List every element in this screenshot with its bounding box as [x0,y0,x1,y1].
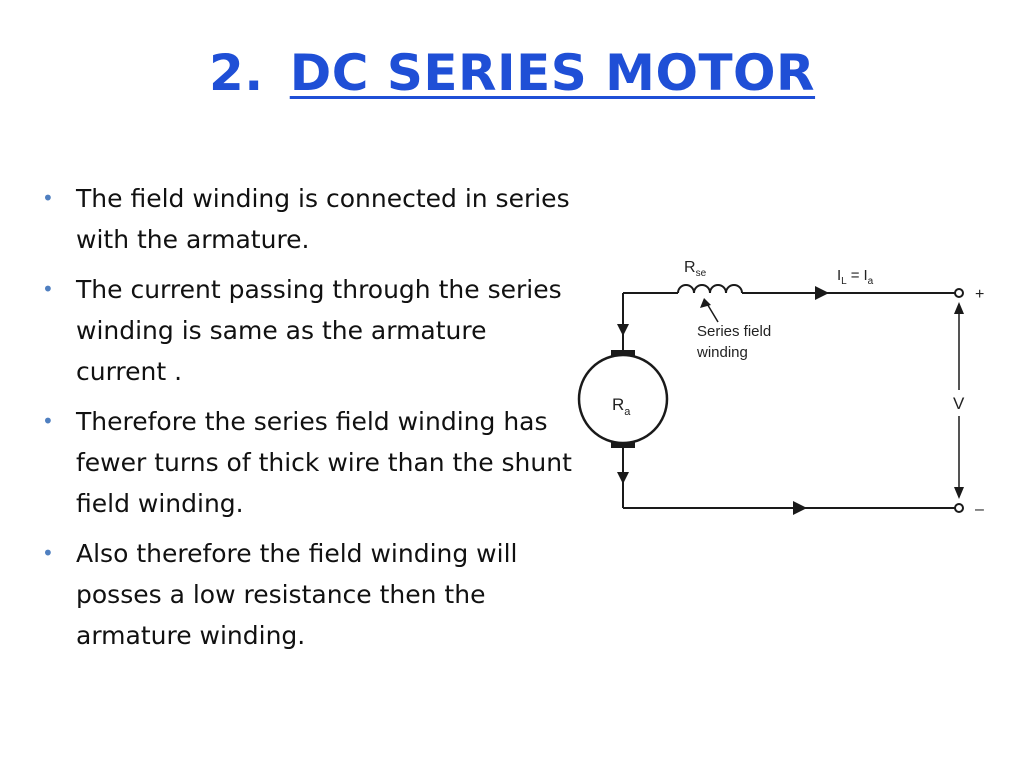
armature-label: Ra [612,395,631,418]
minus-sign: – [975,501,984,518]
armature [577,353,669,445]
bullet-item: • The field winding is connected in serie… [42,178,582,260]
voltage-arrow-down [954,487,964,499]
plus-sign: + [975,286,984,303]
bullet-list: • The field winding is connected in serie… [42,178,582,665]
bullet-item: • Also therefore the field winding will p… [42,533,582,656]
bullet-marker: • [42,409,54,433]
bullet-marker: • [42,541,54,565]
winding-label-line1: Series field [697,323,771,340]
dc-series-motor-circuit: Ra V + – Rse IL=Ia Series field winding [577,259,984,518]
terminal-minus [954,503,964,513]
bullet-text: Therefore the series field winding has f… [76,407,572,518]
voltage-arrow-up [954,302,964,314]
bullet-item: • Therefore the series field winding has … [42,401,582,524]
bullet-marker: • [42,186,54,210]
title-text: DC SERIES MOTOR [289,44,816,102]
bullet-text: Also therefore the field winding will po… [76,539,518,650]
bullet-marker: • [42,277,54,301]
title-number: 2. [208,44,264,102]
winding-label-line2: winding [696,344,748,361]
series-field-coil [677,284,743,294]
winding-pointer-head [700,298,711,308]
terminal-plus [954,288,964,298]
field-resistance-label: Rse [684,259,707,279]
current-label: IL=Ia [837,267,874,287]
arrow-down-left-top [617,324,629,336]
bullet-text: The field winding is connected in series… [76,184,570,254]
voltage-label: V [953,394,965,413]
arrow-down-left-bottom [617,472,629,484]
bullet-text: The current passing through the series w… [76,275,562,386]
slide-title: 2. DC SERIES MOTOR [0,44,1024,102]
bullet-item: • The current passing through the series … [42,269,582,392]
